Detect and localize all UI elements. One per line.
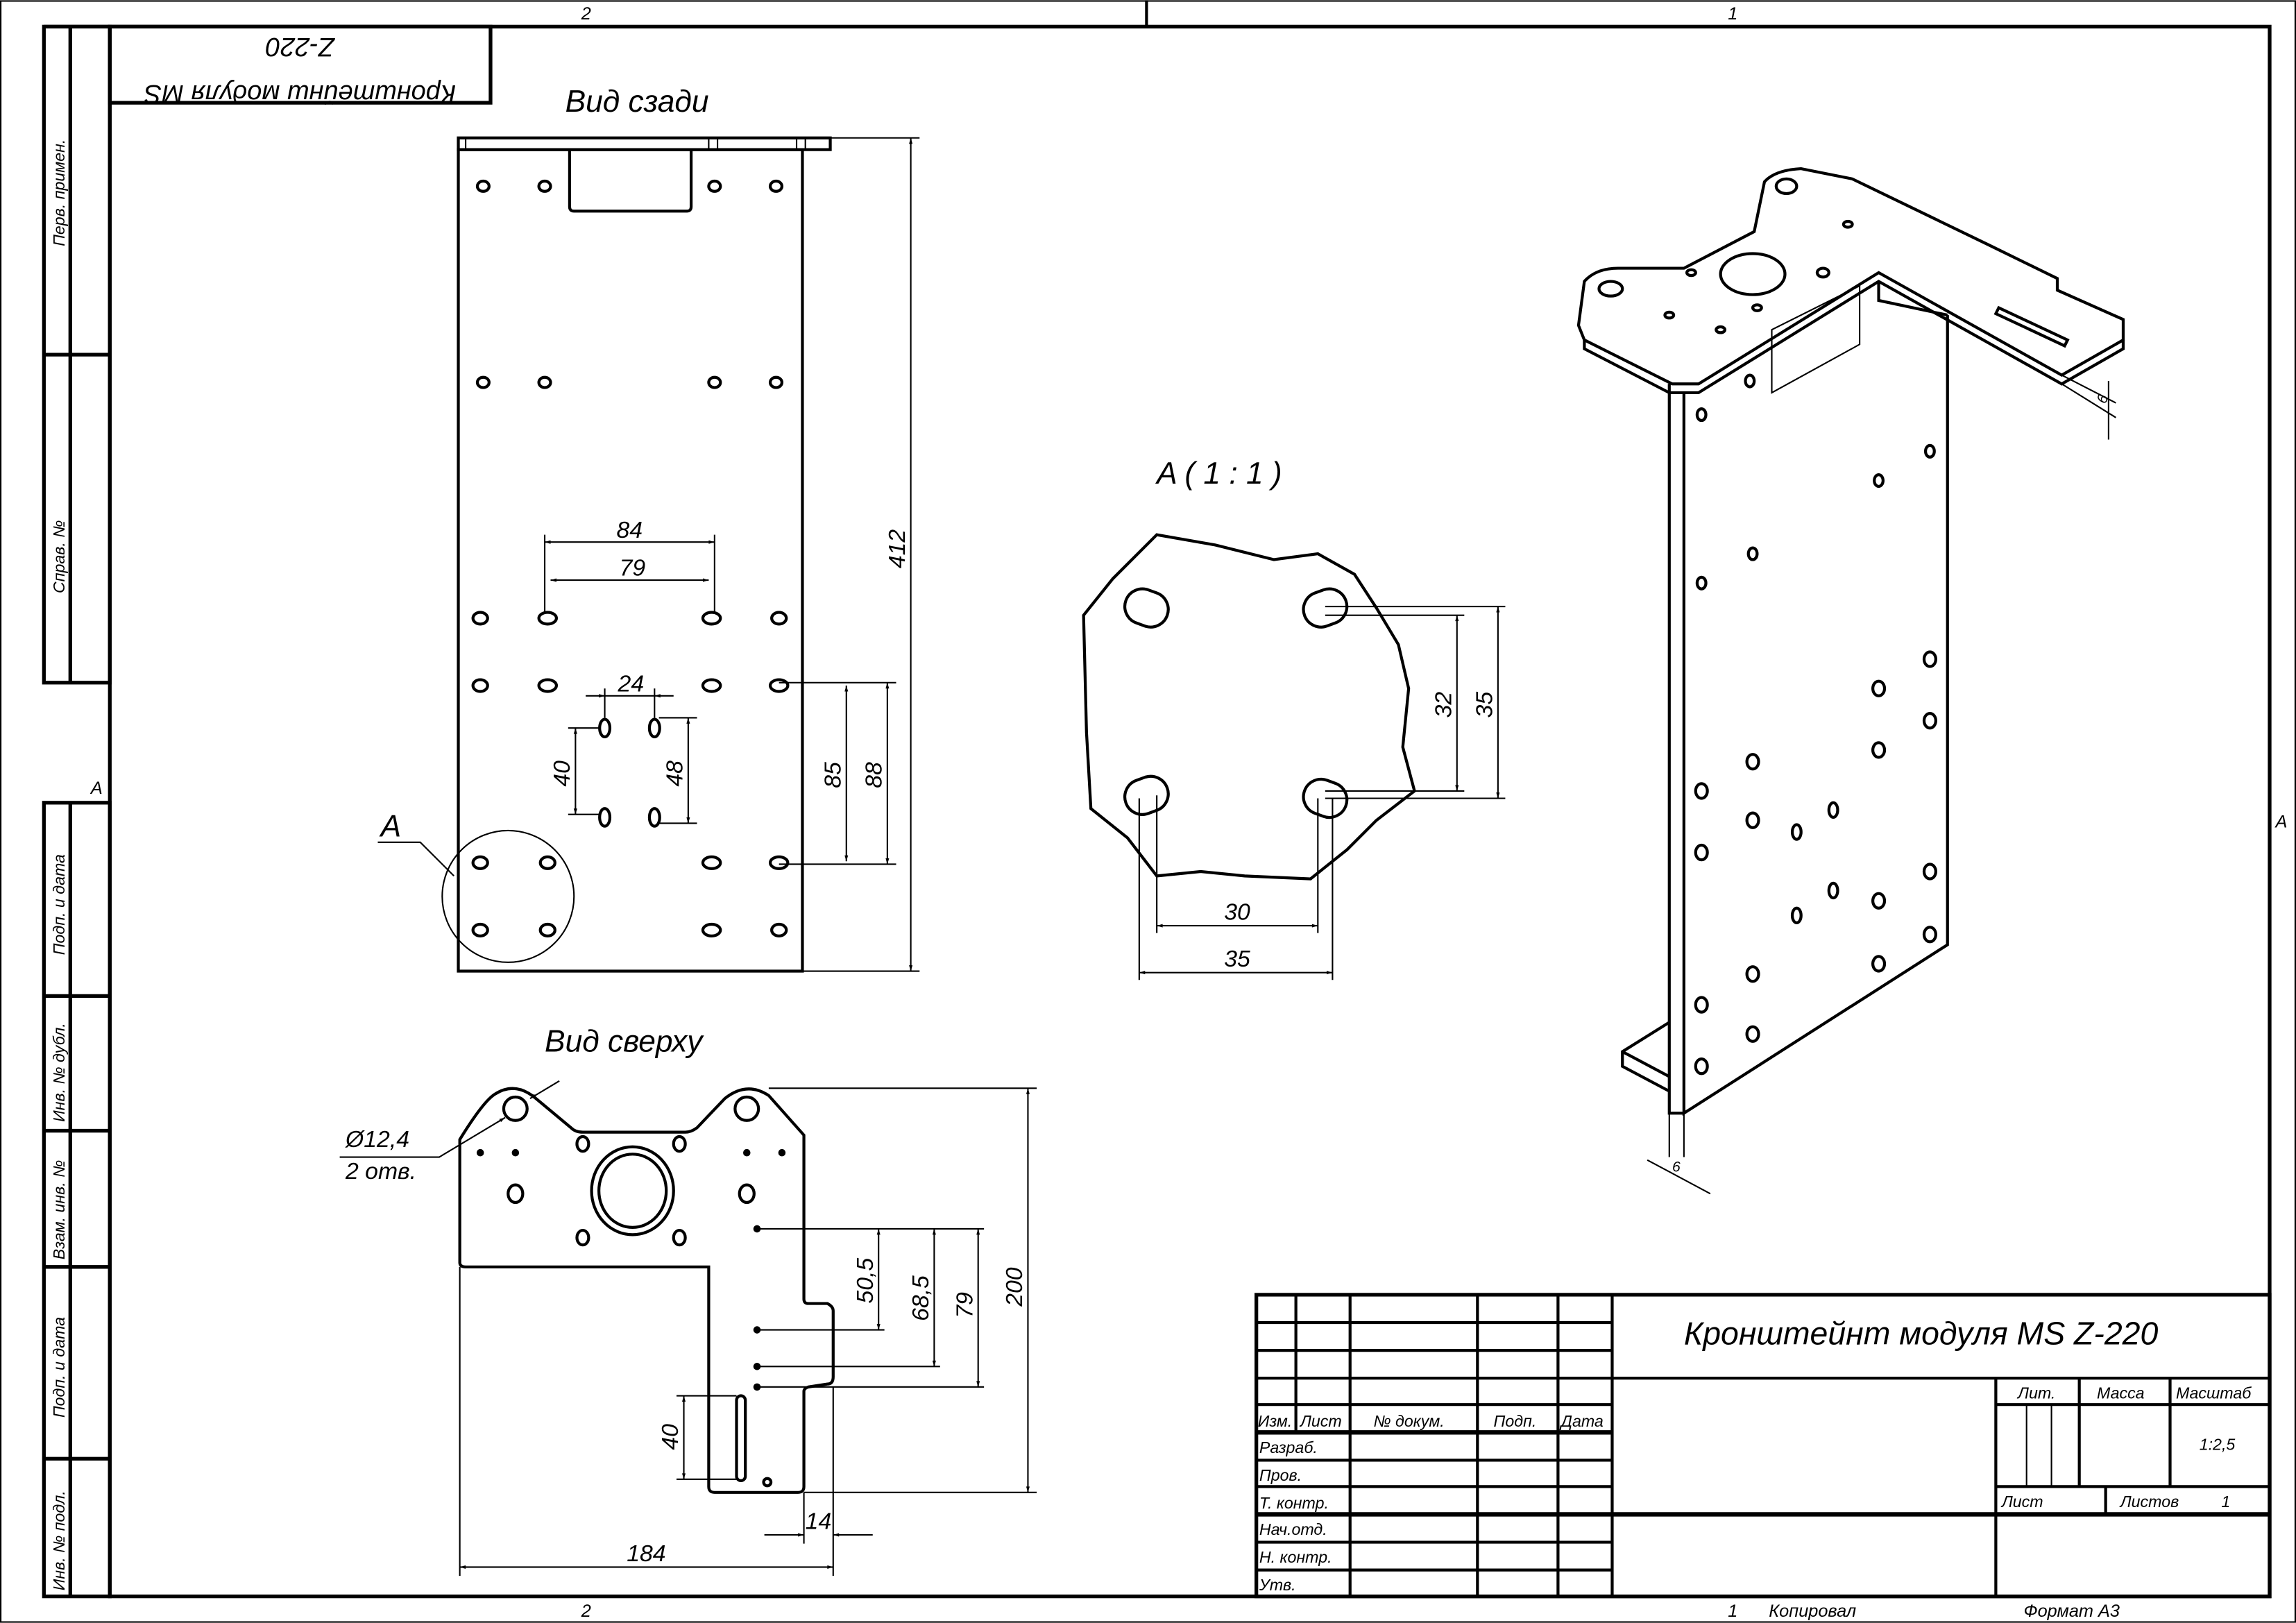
dim-30: 30 <box>1224 899 1250 926</box>
dim-50-5: 50,5 <box>852 1258 878 1304</box>
zone-label: 2 <box>581 4 591 24</box>
zone-label: A <box>90 779 103 798</box>
zone-label: A <box>2274 813 2287 832</box>
title-block: Кронштейнт модуля MS Z-220 Изм. Лист № д… <box>1255 1293 2272 1599</box>
dim-200: 200 <box>1001 1267 1028 1307</box>
hole-diameter-callout: Ø12,4 <box>345 1126 409 1153</box>
scale-value: 1:2,5 <box>2200 1436 2236 1454</box>
dim-68-5: 68,5 <box>908 1275 934 1321</box>
zone-label: 2 <box>581 1601 591 1621</box>
zone-label: 1 <box>1728 1601 1737 1621</box>
header-cell: Изм. <box>1258 1412 1292 1430</box>
back-view: Вид сзади A <box>377 85 920 973</box>
hole-count-callout: 2 отв. <box>345 1158 416 1184</box>
drawing-title: Кронштейнт модуля MS Z-220 <box>1684 1316 2159 1352</box>
header-cell: Дата <box>1559 1412 1604 1430</box>
strip-label: Подп. и дата <box>50 1317 68 1418</box>
dim-84: 84 <box>616 517 643 543</box>
detail-marker: A <box>379 809 402 843</box>
view-title: Вид сзади <box>566 85 709 119</box>
header-cell: Лист <box>1299 1412 1342 1430</box>
dim-79: 79 <box>951 1292 978 1318</box>
strip-label: Подп. и дата <box>50 854 68 955</box>
dim-35-vertical: 35 <box>1471 692 1497 718</box>
format-label: Формат А3 <box>2023 1601 2120 1621</box>
detail-view-a: A ( 1 : 1 ) 32 35 30 35 <box>1082 457 1506 980</box>
header-cell: № докум. <box>1373 1412 1444 1430</box>
dim-412: 412 <box>884 529 910 569</box>
strip-label: Перв. примен. <box>50 139 68 246</box>
header-cell: Подп. <box>1494 1412 1537 1430</box>
dim-32: 32 <box>1430 692 1456 718</box>
strip-label: Справ. № <box>50 520 68 593</box>
dim-14: 14 <box>806 1509 832 1535</box>
role-label: Нач.отд. <box>1259 1520 1327 1538</box>
scale-label: Масштаб <box>2176 1384 2252 1402</box>
rotated-code-line1: Кронштейнш модуля MS <box>144 79 456 108</box>
role-label: Т. контр. <box>1259 1494 1329 1512</box>
strip-label: Инв. № подл. <box>50 1490 68 1590</box>
copied-label: Копировал <box>1769 1601 1856 1621</box>
dim-24: 24 <box>618 670 645 697</box>
dim-85: 85 <box>819 762 846 788</box>
mass-label: Масса <box>2097 1384 2145 1402</box>
rotated-code-box: Кронштейнш модуля MS Z-220 <box>108 24 493 108</box>
role-label: Разраб. <box>1259 1438 1318 1456</box>
sheets-value: 1 <box>2221 1493 2230 1511</box>
strip-label: Инв. № дубл. <box>50 1023 68 1122</box>
isometric-view: 6 6 <box>1576 167 2125 1195</box>
view-title: A ( 1 : 1 ) <box>1155 457 1282 491</box>
lit-label: Лит. <box>2016 1384 2055 1402</box>
dim-88: 88 <box>860 762 887 788</box>
dim-40: 40 <box>549 760 575 787</box>
view-title: Вид сверху <box>545 1025 704 1059</box>
role-label: Утв. <box>1259 1576 1296 1594</box>
side-strip: Перв. примен. Справ. № Подп. и дата Инв.… <box>42 24 112 1599</box>
dim-48: 48 <box>661 760 688 787</box>
dim-79: 79 <box>620 555 646 581</box>
role-label: Пров. <box>1259 1466 1302 1484</box>
thickness-dim: 6 <box>1672 1159 1681 1175</box>
dim-35-horizontal: 35 <box>1224 946 1250 972</box>
dim-40: 40 <box>657 1424 683 1450</box>
sheets-label: Листов <box>2119 1493 2179 1511</box>
rotated-code-line2: Z-220 <box>266 32 335 61</box>
sheet-label: Лист <box>2000 1493 2043 1511</box>
strip-label: Взам. инв. № <box>50 1160 68 1260</box>
role-label: Н. контр. <box>1259 1548 1332 1566</box>
zone-label: 1 <box>1728 4 1737 24</box>
dim-184: 184 <box>627 1540 665 1567</box>
top-view: Вид сверху <box>339 1025 1037 1577</box>
